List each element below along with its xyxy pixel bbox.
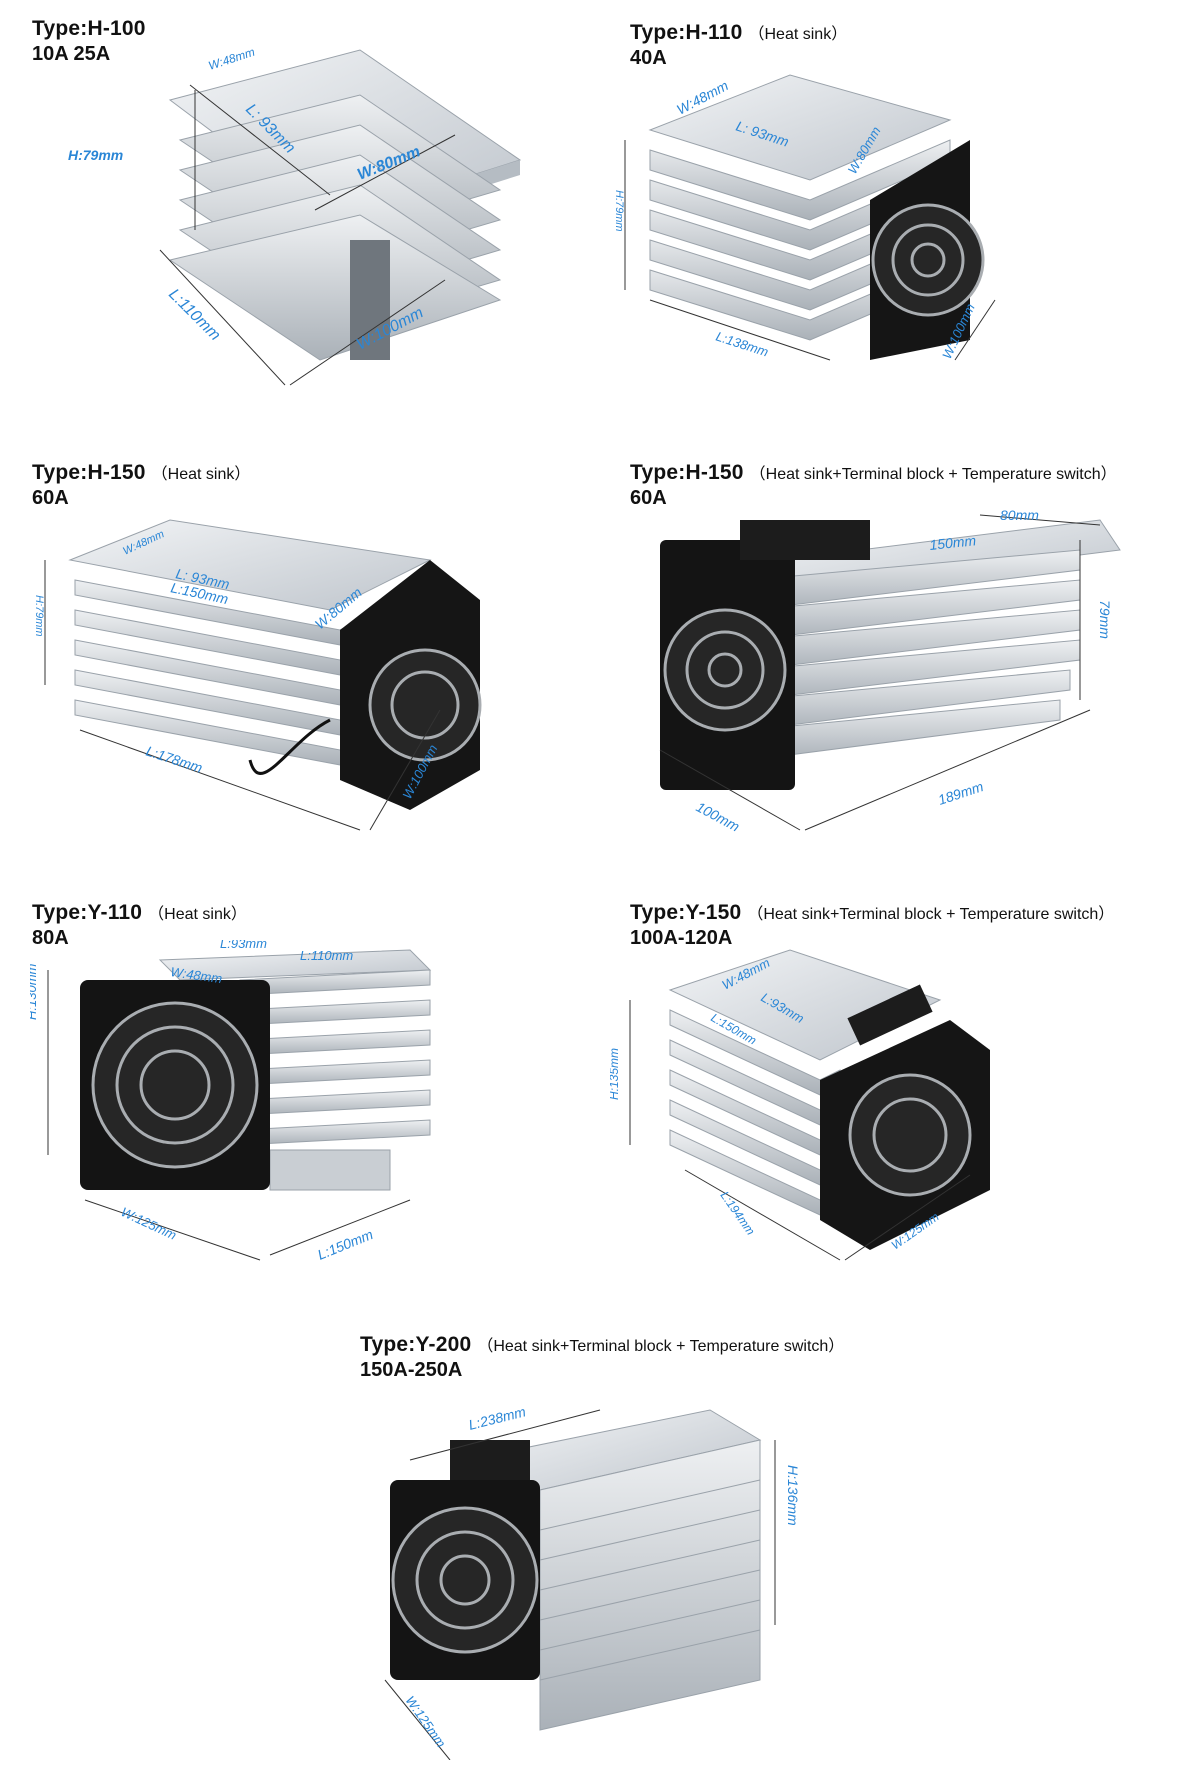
product-type: Type:Y-110: [32, 901, 143, 924]
dim-width: W:125mm: [119, 1204, 179, 1243]
dim-length: L:194mm: [718, 1189, 758, 1238]
product-heading: Type:H-150 （Heat sink+Terminal block + Te…: [630, 460, 1117, 511]
dim-height: H:79mm: [33, 595, 45, 637]
dim-length-top: 150mm: [929, 532, 977, 553]
product-current: 150A-250A: [360, 1359, 463, 1382]
dim-length-side: L:110mm: [300, 948, 353, 963]
product-note: （Heat sink+Terminal block + Temperature …: [749, 466, 1117, 483]
product-heading: Type:Y-150 （Heat sink+Terminal block + Te…: [630, 900, 1114, 951]
dim-length: L:138mm: [714, 329, 770, 360]
product-h150-terminal: Type:H-150 （Heat sink+Terminal block + Te…: [590, 440, 1180, 880]
product-type: Type:H-110: [630, 21, 743, 44]
product-heading: Type:Y-110 （Heat sink） 80A: [32, 900, 247, 951]
product-type: Type:H-150: [32, 461, 146, 484]
product-type: Type:Y-150: [630, 901, 742, 924]
product-current: 60A: [630, 487, 667, 510]
heatsink-image: W:48mm L: 93mm W:80mm H:79mm L:138mm W:1…: [613, 74, 996, 361]
product-heading: Type:H-150 （Heat sink） 60A: [32, 460, 250, 511]
heatsink-image: W:48mm L: 93mm W:80mm H:79mm L:110mm W:1…: [68, 45, 522, 386]
heatsink-image: L:238mm H:136mm W:125mm: [384, 1403, 801, 1760]
product-note: （Heat sink）: [148, 906, 247, 923]
dim-height: H:130mm: [30, 963, 39, 1020]
dim-width: 100mm: [694, 799, 743, 835]
product-type: Type:H-150: [630, 461, 744, 484]
product-current: 60A: [32, 487, 69, 510]
product-y110: Type:Y-110 （Heat sink） 80A L:93mm L:110mm…: [0, 880, 590, 1320]
product-current: 40A: [630, 47, 667, 70]
product-heading: Type:H-100 10A 25A: [32, 16, 146, 67]
dim-length-top: L:93mm: [220, 940, 267, 951]
dim-length: L:110mm: [165, 286, 223, 344]
heatsink-image: W:48mm L:93mm L:150mm H:135mm L:194mm W:…: [610, 949, 990, 1261]
product-current: 100A-120A: [630, 927, 733, 950]
dim-length: L:178mm: [144, 743, 205, 776]
product-current: 80A: [32, 927, 69, 950]
product-type: Type:H-100: [32, 17, 146, 40]
dim-width-top: 80mm: [1000, 507, 1039, 523]
dim-width: W:125mm: [403, 1693, 449, 1750]
dim-height: H:79mm: [68, 147, 123, 163]
product-note: （Heat sink）: [151, 466, 251, 483]
heatsink-image: 80mm 150mm 79mm 189mm 100mm: [659, 507, 1121, 835]
heatsink-image: W:48mm L: 93mm L:150mm W:80mm H:79mm L:1…: [33, 519, 482, 831]
heatsink-image: L:93mm L:110mm W:48mm H:130mm W:125mm L:…: [30, 940, 432, 1263]
dim-width-top: W:48mm: [207, 45, 257, 73]
product-type: Type:Y-200: [360, 1333, 472, 1356]
product-heading: Type:Y-200 （Heat sink+Terminal block + Te…: [360, 1332, 844, 1383]
dim-length: L:150mm: [315, 1226, 375, 1263]
product-y200: Type:Y-200 （Heat sink+Terminal block + Te…: [300, 1320, 880, 1767]
product-note: （Heat sink+Terminal block + Temperature …: [747, 906, 1115, 923]
product-y150: Type:Y-150 （Heat sink+Terminal block + Te…: [590, 880, 1180, 1320]
product-current: 10A 25A: [32, 43, 111, 66]
dim-length: 189mm: [936, 778, 986, 808]
dim-height: 79mm: [1097, 600, 1113, 639]
dim-height: H:79mm: [613, 190, 625, 232]
dim-height: H:136mm: [785, 1465, 801, 1526]
dim-height: H:135mm: [610, 1048, 621, 1100]
product-h150: Type:H-150 （Heat sink） 60A W:48mm L: 93mm…: [0, 440, 590, 880]
product-note: （Heat sink）: [748, 26, 848, 43]
dim-length-top: L:238mm: [467, 1403, 528, 1433]
product-h110: Type:H-110 （Heat sink） 40A W:48mm L: 93mm…: [590, 0, 1180, 440]
product-note: （Heat sink+Terminal block + Temperature …: [477, 1338, 845, 1355]
product-heading: Type:H-110 （Heat sink） 40A: [630, 20, 847, 71]
dim-width-top: W:48mm: [170, 964, 224, 986]
product-h100: Type:H-100 10A 25A W:48mm L: 93mm W:80mm…: [0, 0, 590, 440]
